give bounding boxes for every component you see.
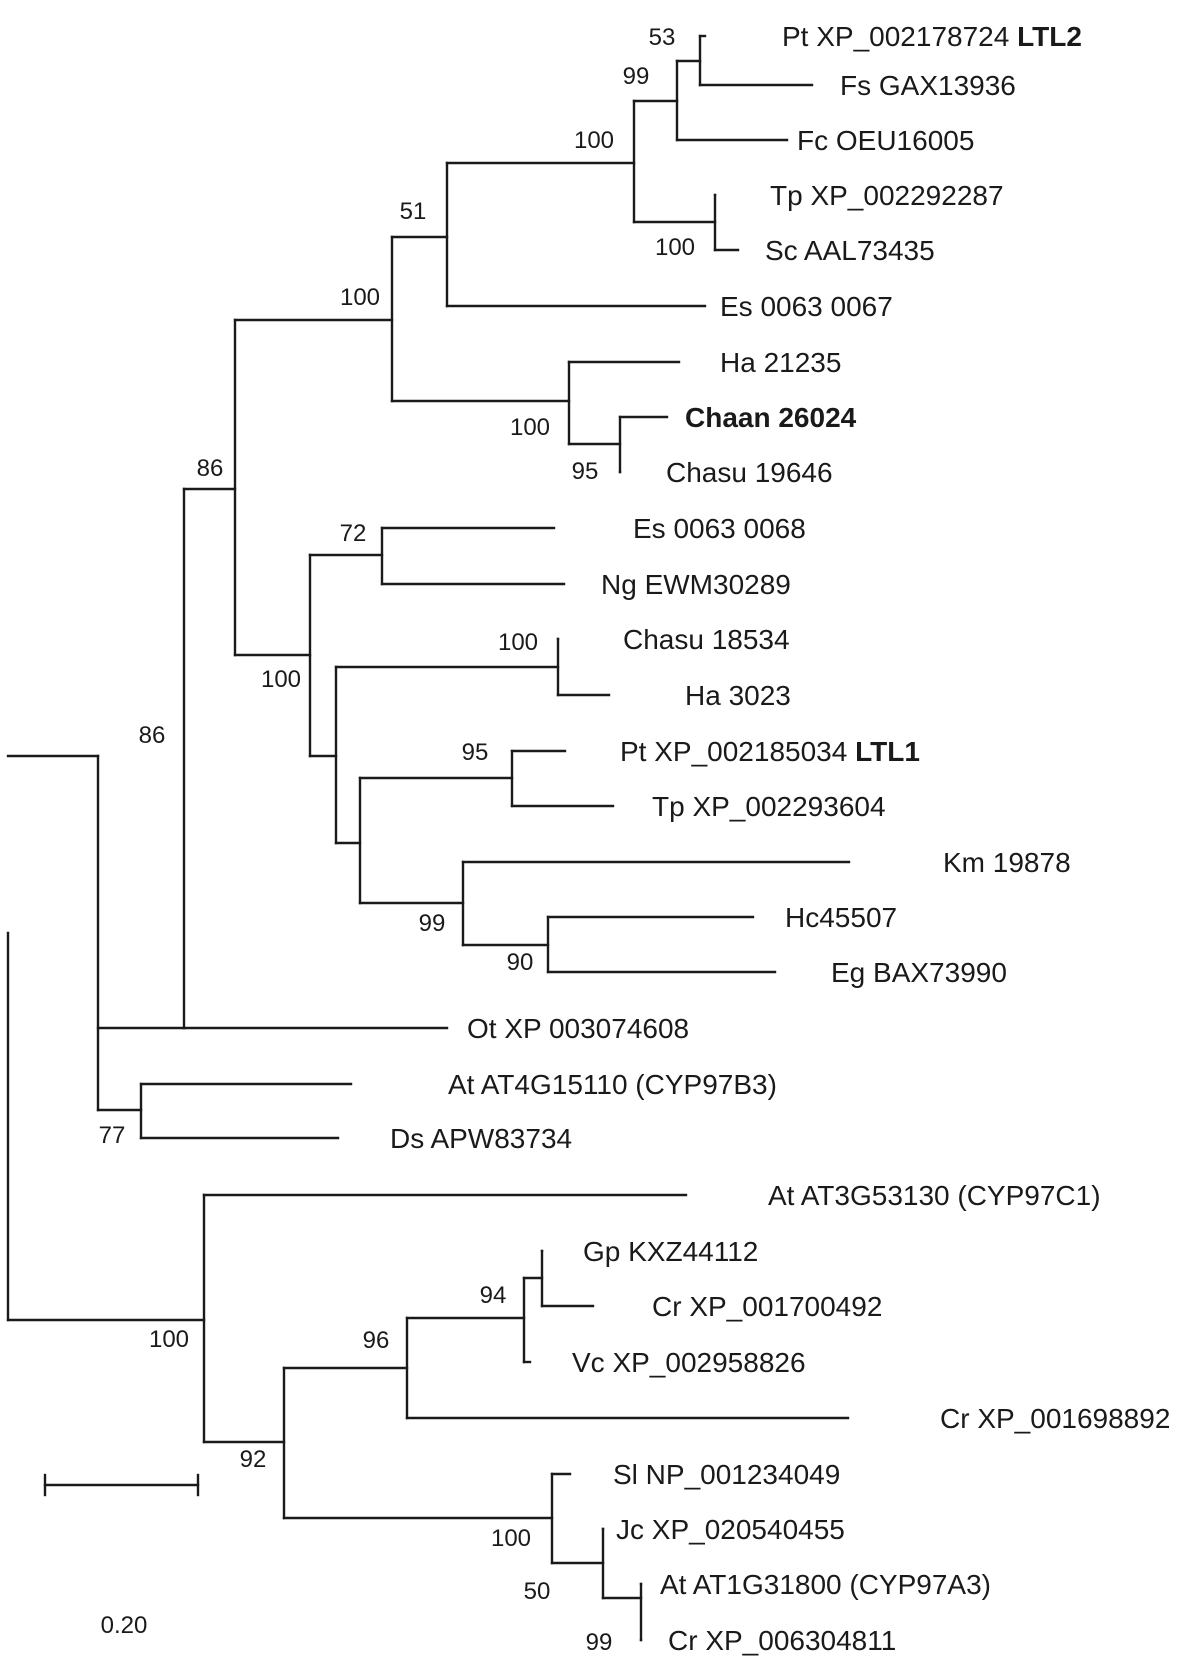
leaf-name: Cr XP_001700492 bbox=[652, 1291, 882, 1322]
leaf-label: Cr XP_006304811 bbox=[668, 1625, 896, 1656]
bootstrap-value: 99 bbox=[419, 910, 446, 937]
bootstrap-value: 100 bbox=[340, 284, 380, 311]
bootstrap-value: 90 bbox=[507, 949, 534, 976]
leaf-label: Ds APW83734 bbox=[390, 1123, 572, 1154]
bootstrap-value: 72 bbox=[340, 520, 367, 547]
leaf-label: Gp KXZ44112 bbox=[583, 1236, 758, 1267]
bootstrap-value: 77 bbox=[99, 1122, 126, 1149]
leaf-label: Km 19878 bbox=[943, 847, 1071, 878]
leaf-name: Chasu 19646 bbox=[666, 457, 833, 488]
bootstrap-value: 86 bbox=[139, 722, 166, 749]
leaf-label: Eg BAX73990 bbox=[831, 957, 1007, 988]
bootstrap-value: 100 bbox=[261, 666, 301, 693]
leaf-name: At AT1G31800 (CYP97A3) bbox=[660, 1569, 991, 1600]
leaf-label: Hc45507 bbox=[785, 902, 897, 933]
leaf-name: Hc45507 bbox=[785, 902, 897, 933]
leaf-name: Ha 21235 bbox=[720, 347, 841, 378]
leaf-labels: Pt XP_002178724 LTL2 Fs GAX13936 Fc OEU160… bbox=[390, 21, 1170, 1656]
leaf-name: Ds APW83734 bbox=[390, 1123, 572, 1154]
leaf-name: Km 19878 bbox=[943, 847, 1071, 878]
bootstrap-value: 92 bbox=[240, 1446, 267, 1473]
leaf-name: Pt XP_002185034 bbox=[620, 736, 847, 767]
leaf-name: Fs GAX13936 bbox=[840, 70, 1016, 101]
bootstrap-value: 94 bbox=[480, 1282, 507, 1309]
leaf-name: Ha 3023 bbox=[685, 680, 791, 711]
leaf-name: Sl NP_001234049 bbox=[613, 1459, 840, 1490]
leaf-label: Ng EWM30289 bbox=[601, 569, 791, 600]
bootstrap-value: 99 bbox=[586, 1629, 613, 1656]
leaf-label: Pt XP_002178724 LTL2 bbox=[782, 21, 1082, 52]
leaf-label: Tp XP_002293604 bbox=[652, 791, 886, 822]
scale-bar-label: 0.20 bbox=[101, 1612, 148, 1639]
leaf-label: At AT3G53130 (CYP97C1) bbox=[768, 1180, 1101, 1211]
leaf-name: Ng EWM30289 bbox=[601, 569, 791, 600]
leaf-label: Ot XP 003074608 bbox=[467, 1013, 689, 1044]
leaf-label: Sc AAL73435 bbox=[765, 235, 935, 266]
leaf-label: Cr XP_001700492 bbox=[652, 1291, 882, 1322]
leaf-label: At AT1G31800 (CYP97A3) bbox=[660, 1569, 991, 1600]
leaf-label: Chasu 19646 bbox=[666, 457, 833, 488]
leaf-gene-tag: LTL2 bbox=[1009, 21, 1082, 52]
leaf-name: At AT4G15110 (CYP97B3) bbox=[448, 1069, 777, 1100]
leaf-label: Ha 3023 bbox=[685, 680, 791, 711]
leaf-name: Chaan 26024 bbox=[685, 402, 857, 433]
scale-bar: 0.20 bbox=[43, 1473, 200, 1639]
leaf-name: Chasu 18534 bbox=[623, 624, 790, 655]
bootstrap-value: 100 bbox=[149, 1326, 189, 1353]
leaf-name: Cr XP_006304811 bbox=[668, 1625, 896, 1656]
leaf-label: Chasu 18534 bbox=[623, 624, 790, 655]
leaf-label: Fc OEU16005 bbox=[797, 125, 974, 156]
leaf-label: Chaan 26024 bbox=[685, 402, 857, 433]
bootstrap-value: 51 bbox=[400, 198, 427, 225]
leaf-name: Pt XP_002178724 bbox=[782, 21, 1009, 52]
leaf-name: Tp XP_002293604 bbox=[652, 791, 886, 822]
leaf-name: Jc XP_020540455 bbox=[616, 1514, 845, 1545]
leaf-name: Gp KXZ44112 bbox=[583, 1236, 758, 1267]
bootstrap-value: 53 bbox=[649, 24, 676, 51]
bootstrap-value: 95 bbox=[462, 739, 489, 766]
leaf-name: Fc OEU16005 bbox=[797, 125, 974, 156]
leaf-name: Sc AAL73435 bbox=[765, 235, 935, 266]
leaf-name: Tp XP_002292287 bbox=[770, 180, 1004, 211]
leaf-name: Es 0063 0068 bbox=[633, 513, 806, 544]
leaf-label: Tp XP_002292287 bbox=[770, 180, 1004, 211]
bootstrap-value: 100 bbox=[574, 127, 614, 154]
leaf-name: Eg BAX73990 bbox=[831, 957, 1007, 988]
bootstrap-labels: 53 99 100 100 51 100 100 95 86 72 100 100 95 99 90 86 77… bbox=[99, 24, 695, 1656]
leaf-name: At AT3G53130 (CYP97C1) bbox=[768, 1180, 1101, 1211]
leaf-name: Cr XP_001698892 bbox=[940, 1403, 1170, 1434]
leaf-label: Cr XP_001698892 bbox=[940, 1403, 1170, 1434]
bootstrap-value: 96 bbox=[363, 1327, 390, 1354]
leaf-name: Es 0063 0067 bbox=[720, 291, 893, 322]
leaf-label: At AT4G15110 (CYP97B3) bbox=[448, 1069, 777, 1100]
leaf-label: Es 0063 0068 bbox=[633, 513, 806, 544]
bootstrap-value: 100 bbox=[510, 414, 550, 441]
leaf-label: Jc XP_020540455 bbox=[616, 1514, 845, 1545]
leaf-label: Vc XP_002958826 bbox=[572, 1347, 806, 1378]
leaf-name: Vc XP_002958826 bbox=[572, 1347, 806, 1378]
bootstrap-value: 100 bbox=[655, 234, 695, 261]
tree-branches bbox=[6, 34, 851, 1642]
leaf-label: Sl NP_001234049 bbox=[613, 1459, 840, 1490]
bootstrap-value: 100 bbox=[498, 629, 538, 656]
leaf-label: Es 0063 0067 bbox=[720, 291, 893, 322]
bootstrap-value: 99 bbox=[623, 63, 650, 90]
bootstrap-value: 95 bbox=[572, 458, 599, 485]
leaf-gene-tag: LTL1 bbox=[847, 736, 920, 767]
leaf-label: Fs GAX13936 bbox=[840, 70, 1016, 101]
leaf-label: Ha 21235 bbox=[720, 347, 841, 378]
leaf-name: Ot XP 003074608 bbox=[467, 1013, 689, 1044]
bootstrap-value: 50 bbox=[524, 1578, 551, 1605]
bootstrap-value: 86 bbox=[197, 455, 224, 482]
bootstrap-value: 100 bbox=[491, 1525, 531, 1552]
leaf-label: Pt XP_002185034 LTL1 bbox=[620, 736, 920, 767]
